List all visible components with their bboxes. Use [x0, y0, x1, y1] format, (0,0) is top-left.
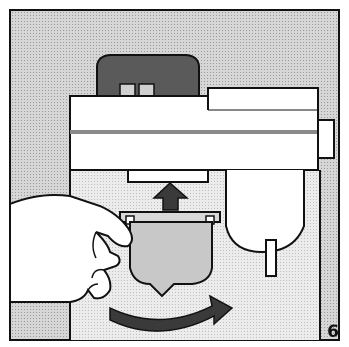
steam-wand — [225, 170, 305, 277]
side-knob — [317, 119, 335, 159]
hand — [9, 194, 133, 303]
step-number: 6 — [327, 322, 339, 342]
curved-arrow-icon — [109, 294, 234, 332]
filter-holder — [119, 211, 221, 298]
up-arrow-icon — [152, 181, 189, 211]
machine-head — [69, 87, 335, 171]
brew-head-socket — [127, 169, 209, 183]
machine-top-cap — [96, 54, 200, 97]
